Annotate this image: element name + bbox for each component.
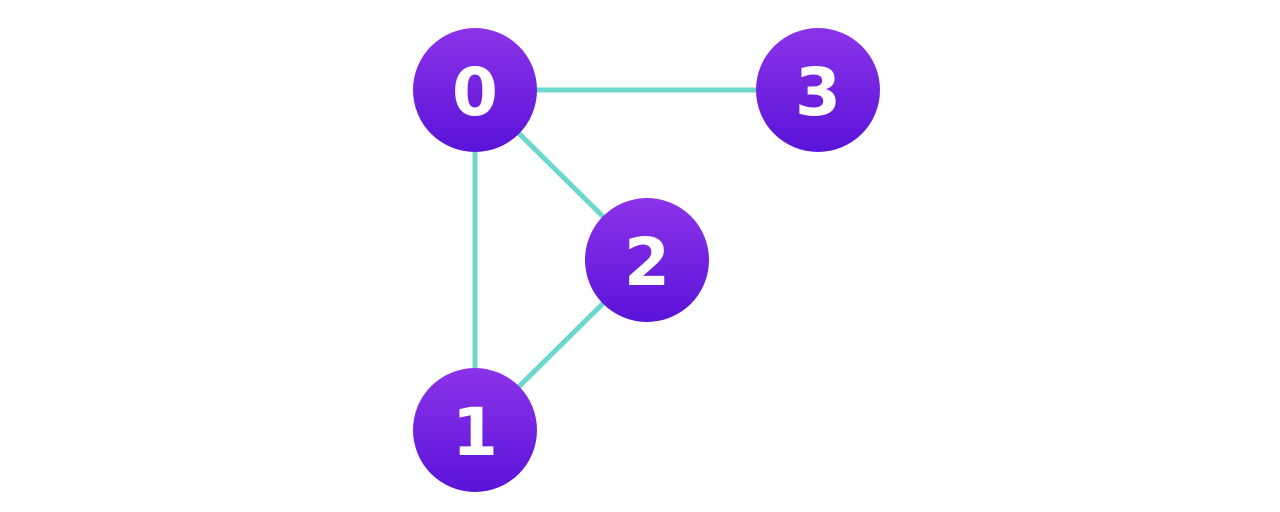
graph-node-3[interactable]: 3: [756, 28, 880, 152]
graph-node-2[interactable]: 2: [585, 198, 709, 322]
graph-node-circle[interactable]: [413, 28, 537, 152]
graph-node-circle[interactable]: [585, 198, 709, 322]
graph-node-circle[interactable]: [413, 368, 537, 492]
graph-node-0[interactable]: 0: [413, 28, 537, 152]
graph-node-1[interactable]: 1: [413, 368, 537, 492]
graph-node-circle[interactable]: [756, 28, 880, 152]
